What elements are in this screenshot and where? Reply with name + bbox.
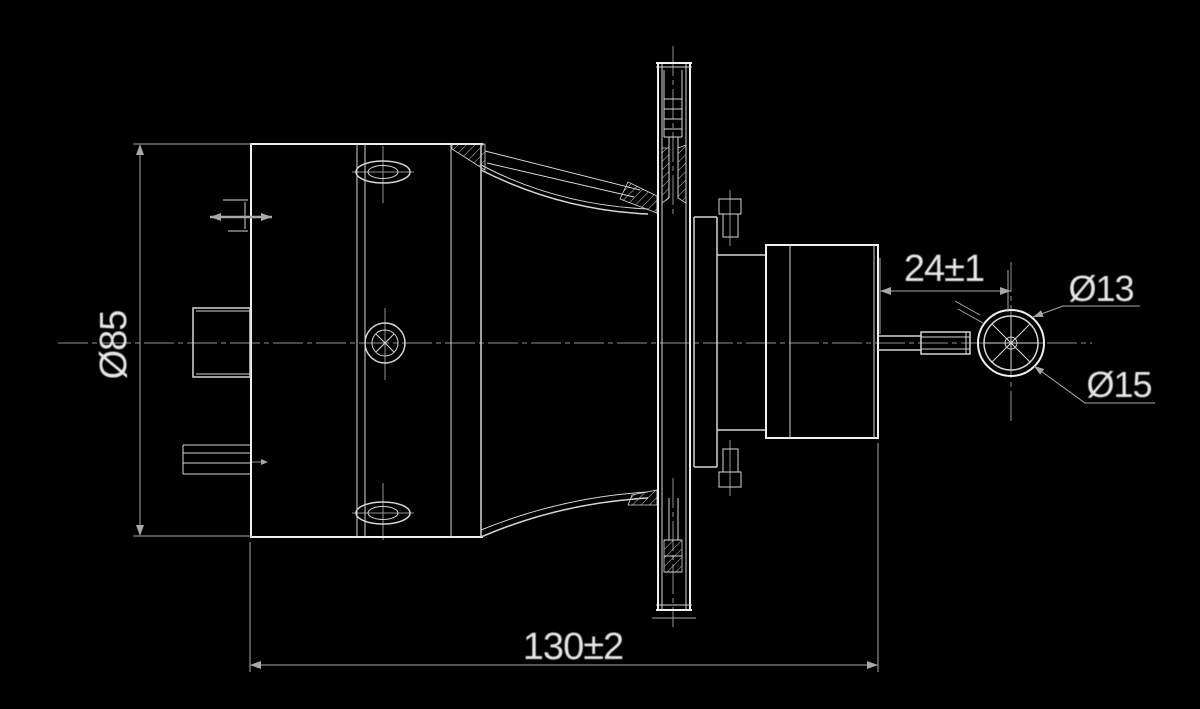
bolt-boss-bottom — [355, 501, 411, 525]
stud-bottom — [718, 448, 742, 488]
dimension-label-shaft-tip-diameter: Ø13 — [1068, 268, 1133, 309]
dimension-body-diameter: Ø85 — [93, 143, 252, 537]
output-steps — [693, 198, 971, 488]
lower-left-groove — [182, 444, 268, 475]
dimension-label-spline-outer-diameter: Ø15 — [1086, 364, 1151, 405]
middle-cylinder — [717, 254, 766, 431]
flange-bolt-hole-bottom — [663, 498, 683, 573]
output-shaft — [878, 331, 971, 355]
bell-housing-taper — [451, 143, 658, 538]
dimension-shaft-length: 24±1 — [879, 248, 1011, 334]
mounting-flange-section — [652, 62, 696, 619]
dimension-label-shaft-length: 24±1 — [904, 248, 984, 290]
side-port-boss — [192, 307, 251, 378]
rear-cylinder — [765, 244, 879, 439]
center-plug — [364, 322, 406, 364]
flange-bolt-hole-top — [661, 70, 687, 204]
leader-spline-outer-diameter: Ø15 — [1033, 364, 1155, 405]
bolt-boss-top — [355, 160, 411, 184]
top-left-tab — [210, 199, 272, 232]
ring-step — [693, 216, 718, 468]
main-body-section — [182, 143, 483, 538]
stud-top — [718, 198, 742, 238]
dimension-label-body-diameter: Ø85 — [93, 311, 135, 380]
spline-spokes — [984, 316, 1038, 370]
shaft-end-view — [954, 300, 1045, 377]
leader-shaft-tip-diameter: Ø13 — [1032, 268, 1140, 318]
dimension-overall-length: 130±2 — [249, 443, 879, 672]
dimension-label-overall-length: 130±2 — [523, 626, 623, 668]
